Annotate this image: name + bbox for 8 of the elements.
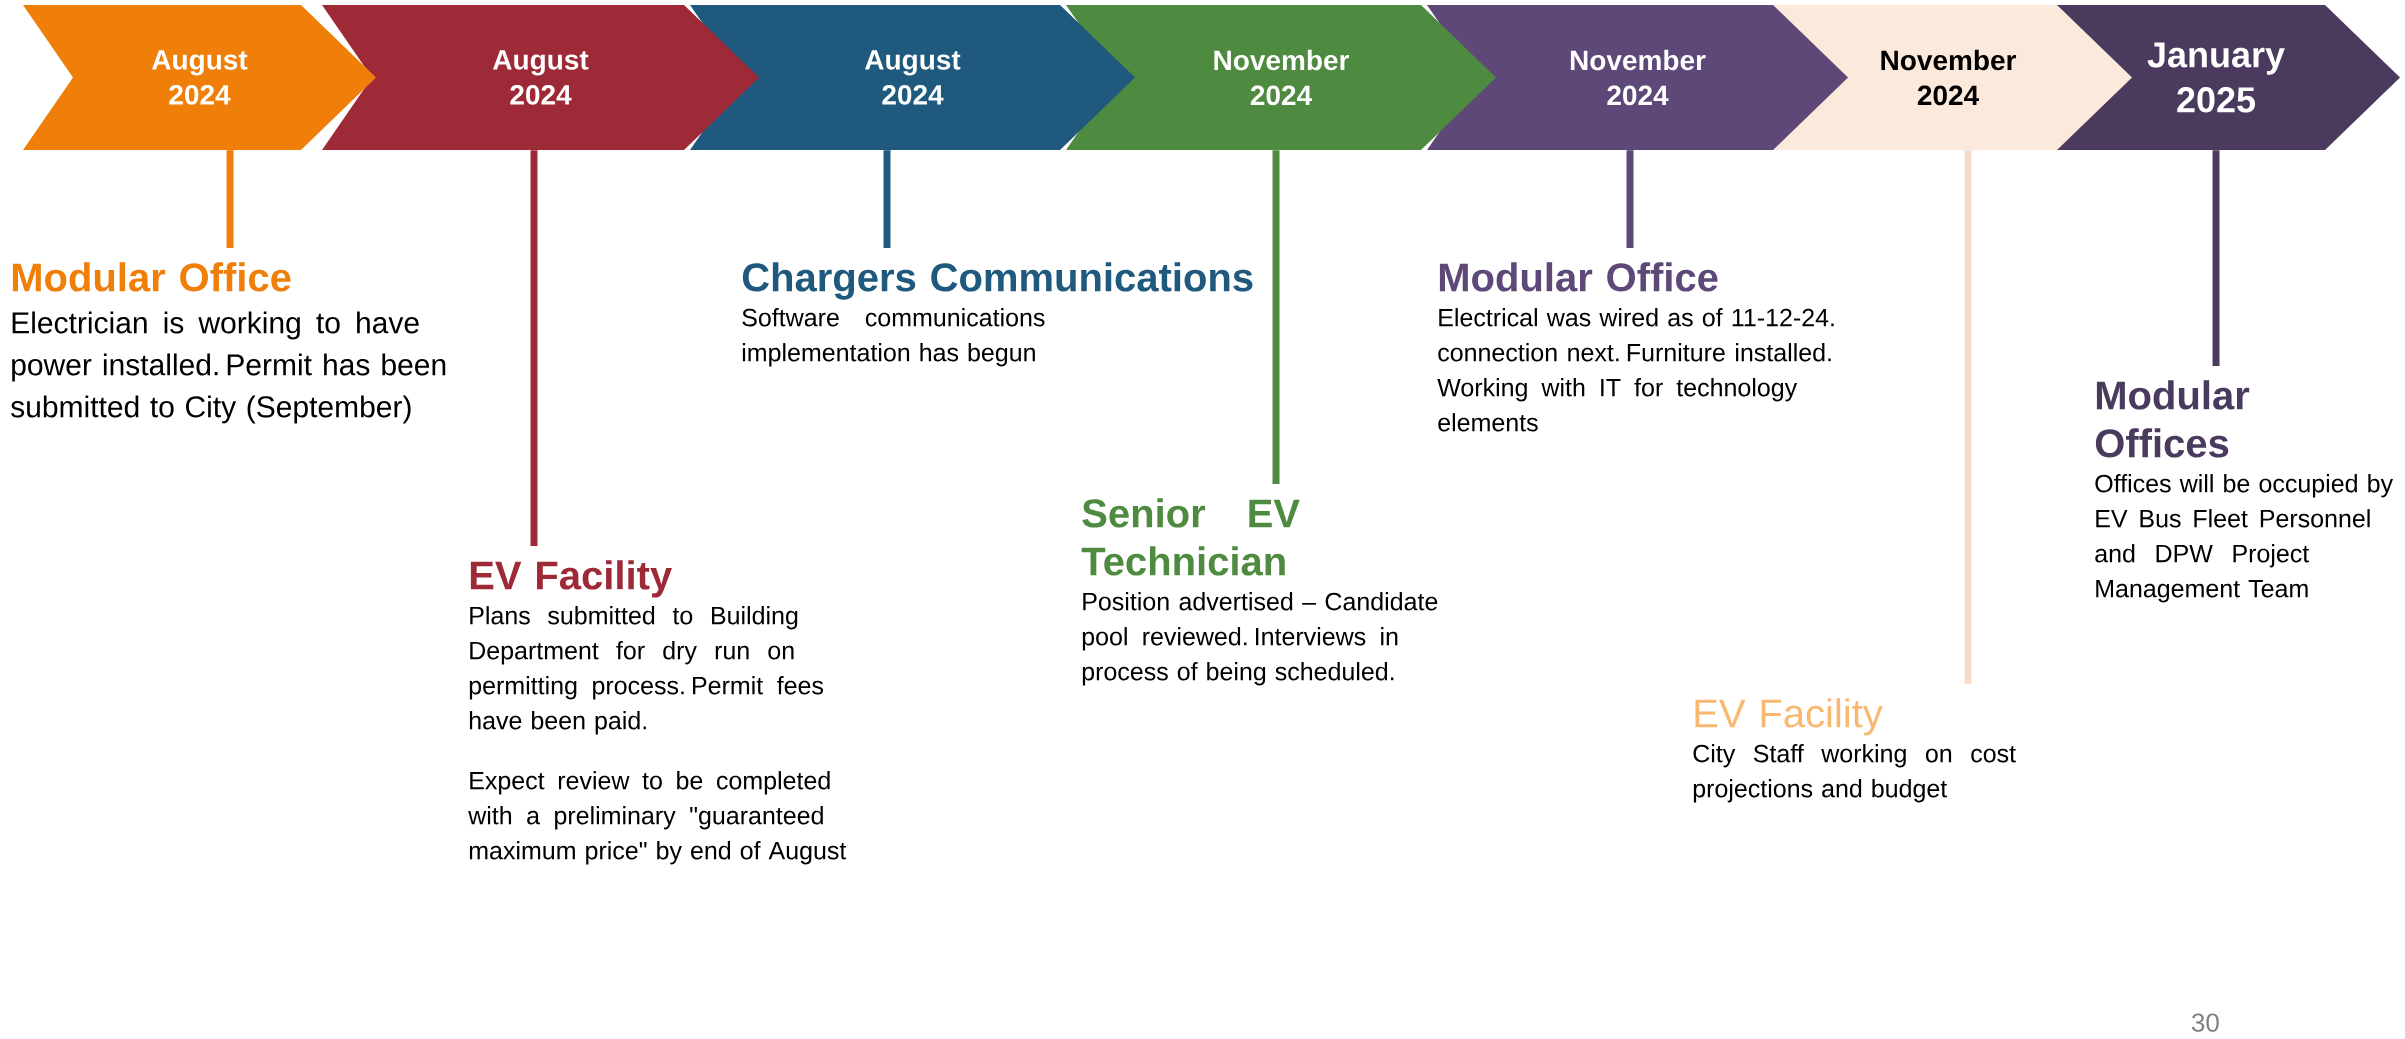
milestone-text: Modular Office Electrical was wired as of 11-12-24. connection next. Furniture installed. Working with IT for technology elements bbox=[1437, 262, 1834, 432]
milestone-text: EV Facility Plans submitted to Building Department for dry run on permitting process. Permit fees have been paid. Expect review to be completed with a preliminary "guaranteed maximum price" by end of August bbox=[468, 560, 847, 865]
milestone-text: EV Facility City Staff working on cost projections and budget bbox=[1693, 698, 2016, 803]
page-number: 30 bbox=[2191, 1013, 2219, 1032]
milestone-text: Senior EV Technician Position advertised – Candidate pool reviewed. Interviews in process of being scheduled. bbox=[1081, 498, 1438, 686]
milestone-text: Chargers Communications Software communications implementation has begun bbox=[742, 262, 1253, 367]
milestone-text: Modular Office Electrician is working to have power installed. Permit has been submitted to City (September) bbox=[11, 262, 446, 424]
milestone-text: Modular Offices Offices will be occupied by EV Bus Fleet Personnel and DPW Project Management Team bbox=[2095, 380, 2394, 603]
